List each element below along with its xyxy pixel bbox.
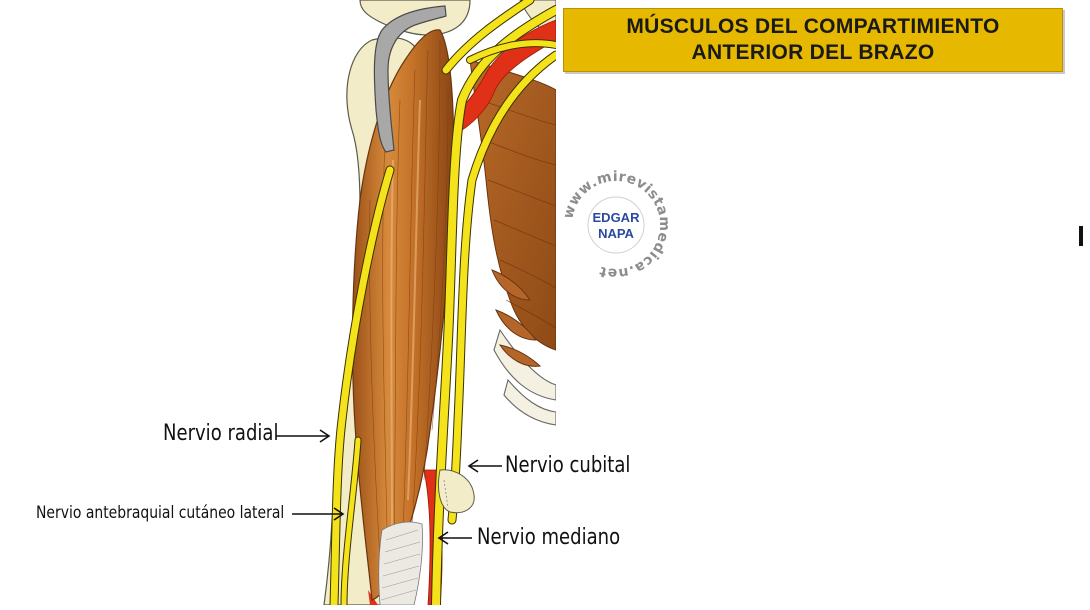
arrow-cubital (467, 459, 502, 473)
aponeurosis-hatching (380, 529, 421, 601)
label-nervio-antebraquial: Nervio antebraquial cutáneo lateral (36, 503, 285, 523)
label-nervio-cubital: Nervio cubital (505, 453, 631, 478)
edge-mark (1079, 226, 1083, 246)
label-arrows (276, 429, 502, 545)
label-nervio-radial: Nervio radial (163, 421, 279, 446)
medial-epicondyle (437, 469, 475, 514)
watermark-seal: www.mirevistamedica.net EDGAR NAPA (560, 169, 671, 281)
title-banner: MÚSCULOS DEL COMPARTIMIENTO ANTERIOR DEL… (563, 8, 1063, 72)
arrow-cutaneo (292, 507, 345, 521)
title-line-1: MÚSCULOS DEL COMPARTIMIENTO (626, 15, 1000, 38)
watermark-line2: NAPA (598, 226, 634, 241)
biceps-long-head-tendon (373, 5, 447, 153)
label-nervio-mediano: Nervio mediano (477, 525, 621, 550)
serratus-lobes (491, 269, 542, 367)
title-line-2: ANTERIOR DEL BRAZO (691, 41, 935, 64)
bicipital-aponeurosis (378, 521, 423, 605)
arrow-radial (276, 429, 331, 443)
biceps-highlights (390, 99, 421, 541)
arrow-mediano (437, 531, 472, 545)
watermark-line1: EDGAR (593, 210, 641, 225)
